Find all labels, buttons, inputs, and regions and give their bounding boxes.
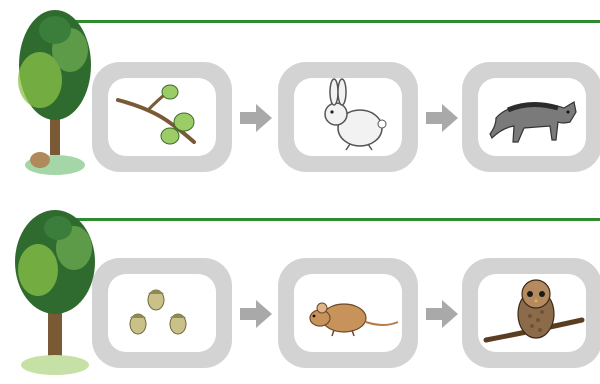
owl-icon bbox=[478, 274, 586, 352]
rabbit-icon bbox=[294, 78, 402, 156]
panel-rabbit bbox=[278, 62, 418, 172]
tree-icon bbox=[10, 0, 100, 180]
arrow-right-icon bbox=[238, 100, 274, 136]
connector-line bbox=[70, 218, 600, 221]
panel-acorns bbox=[92, 258, 232, 368]
panel-wolf bbox=[462, 62, 600, 172]
arrow-right-icon bbox=[424, 296, 460, 332]
twig-icon bbox=[108, 78, 216, 156]
wolf-icon bbox=[478, 78, 586, 156]
arrow-right-icon bbox=[238, 296, 274, 332]
arrow-right-icon bbox=[424, 100, 460, 136]
panel-twig bbox=[92, 62, 232, 172]
panel-owl bbox=[462, 258, 600, 368]
food-chain-row-1 bbox=[0, 0, 600, 180]
panel-mouse bbox=[278, 258, 418, 368]
mouse-icon bbox=[294, 274, 402, 352]
tree-icon bbox=[10, 200, 100, 380]
food-chain-row-2 bbox=[0, 200, 600, 380]
acorns-icon bbox=[108, 274, 216, 352]
connector-line bbox=[70, 20, 600, 23]
